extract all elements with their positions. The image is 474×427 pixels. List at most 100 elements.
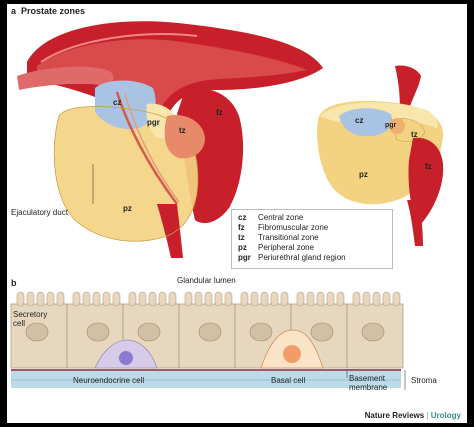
microvillus: [158, 291, 167, 307]
panel-b-heading: b: [11, 278, 17, 288]
legend-row: tz Transitional zone: [238, 233, 319, 242]
ejaculatory-duct-line: [115, 91, 179, 205]
microvillus: [270, 291, 279, 307]
microvillus: [382, 291, 391, 307]
credit-journal: Urology: [430, 411, 461, 420]
microvillus: [128, 291, 137, 307]
microvillus: [168, 291, 177, 307]
microvillus: [352, 291, 361, 307]
panel-a-letter: a: [11, 6, 17, 16]
zone-legend: cz Central zone fz Fibromuscular zone tz Tr…: [231, 209, 393, 269]
basement-membrane-label-line2: membrane: [349, 383, 388, 392]
label-pgr-right: pgr: [385, 122, 397, 129]
microvillus: [26, 291, 35, 307]
basement-membrane-label-line1: Basement: [349, 374, 386, 383]
cz-shape-right: [339, 108, 393, 137]
label-pz-right: pz: [359, 170, 368, 179]
legend-label: Periurethral gland region: [258, 253, 346, 262]
microvillus: [56, 291, 65, 307]
microvillus: [138, 291, 147, 307]
label-cz-right: cz: [355, 116, 364, 125]
panel-a-title: Prostate zones: [21, 6, 86, 16]
microvillus: [392, 291, 401, 307]
legend-code: tz: [238, 233, 245, 242]
microvillus: [16, 291, 25, 307]
microvillus: [250, 291, 259, 307]
microvillus: [260, 291, 269, 307]
microvillus: [326, 291, 335, 307]
secretory-cell-nucleus: [198, 322, 222, 342]
secretory-cell-nucleus: [361, 322, 385, 342]
microvillus: [204, 291, 213, 307]
tz-shape-left: [164, 114, 205, 159]
microvillus: [372, 291, 381, 307]
credit-publisher: Nature Reviews: [364, 411, 425, 420]
microvillus: [280, 291, 289, 307]
basal-cell-nucleus: [283, 345, 301, 363]
secretory-cell-label-line2: cell: [13, 319, 26, 328]
label-fz-left: fz: [216, 108, 223, 117]
neuroendocrine-nucleus: [119, 351, 133, 365]
microvillus: [72, 291, 81, 307]
microvillus: [316, 291, 325, 307]
bladder-inner-shape: [37, 39, 307, 112]
microvillus: [362, 291, 371, 307]
bladder-lining-shape: [40, 33, 198, 63]
label-pz-left: pz: [123, 204, 132, 213]
basal-cell-label: Basal cell: [271, 376, 306, 385]
credit-separator: |: [426, 411, 429, 420]
urethra-top-right: [395, 65, 421, 116]
microvillus: [194, 291, 203, 307]
microvillus: [184, 291, 193, 307]
legend-row: pz Peripheral zone: [238, 243, 314, 252]
microvillus: [306, 291, 315, 307]
legend-row: cz Central zone: [238, 213, 303, 222]
neuroendocrine-cell-label: Neuroendocrine cell: [73, 376, 145, 385]
microvillus: [102, 291, 111, 307]
legend-label: Transitional zone: [258, 233, 319, 242]
legend-code: pz: [238, 243, 247, 252]
microvillus: [240, 291, 249, 307]
pz-outline-left: [53, 106, 199, 242]
microvillus: [92, 291, 101, 307]
legend-label: Peripheral zone: [258, 243, 315, 252]
label-tz-right: tz: [411, 130, 418, 139]
stroma-label: Stroma: [411, 376, 437, 385]
legend-row: fz Fibromuscular zone: [238, 223, 328, 232]
legend-row: pgr Periurethral gland region: [238, 253, 346, 262]
legend-code: cz: [238, 213, 247, 222]
label-pgr-left: pgr: [147, 118, 160, 127]
microvillus: [214, 291, 223, 307]
secretory-cell-nucleus: [137, 322, 161, 342]
seminal-vesicle-shape: [17, 66, 114, 90]
microvillus: [82, 291, 91, 307]
label-tz-left: tz: [179, 126, 186, 135]
credit-line: Nature Reviews | Urology: [365, 411, 461, 420]
stroma-band: [11, 370, 401, 388]
urethra-bottom-right: [407, 200, 423, 246]
secretory-cell-nucleus: [86, 322, 110, 342]
urethra-shape-left: [157, 204, 183, 258]
secretory-cells: [10, 291, 404, 369]
microvillus: [296, 291, 305, 307]
legend-code: pgr: [238, 253, 251, 262]
microvillus: [224, 291, 233, 307]
glandular-lumen-label: Glandular lumen: [177, 276, 236, 285]
secretory-cell-label-line1: Secretory: [13, 310, 48, 319]
pgr-shape-right: [389, 118, 405, 134]
secretory-cell-nucleus: [249, 322, 273, 342]
secretory-cell-nucleus: [25, 322, 49, 342]
microvillus: [148, 291, 157, 307]
legend-code: fz: [238, 223, 245, 232]
legend-label: Fibromuscular zone: [258, 223, 329, 232]
microvillus: [46, 291, 55, 307]
panel-a-heading: a Prostate zones: [11, 6, 85, 16]
prostate-illustration: [10, 21, 444, 390]
legend-label: Central zone: [258, 213, 304, 222]
ejaculatory-duct-label: Ejaculatory duct: [11, 208, 68, 217]
microvillus: [36, 291, 45, 307]
microvillus: [112, 291, 121, 307]
figure-frame: a Prostate zones cz pgr tz fz pz Ejacula…: [7, 4, 467, 423]
panel-b-letter: b: [11, 278, 17, 288]
label-cz-left: cz: [113, 98, 122, 107]
